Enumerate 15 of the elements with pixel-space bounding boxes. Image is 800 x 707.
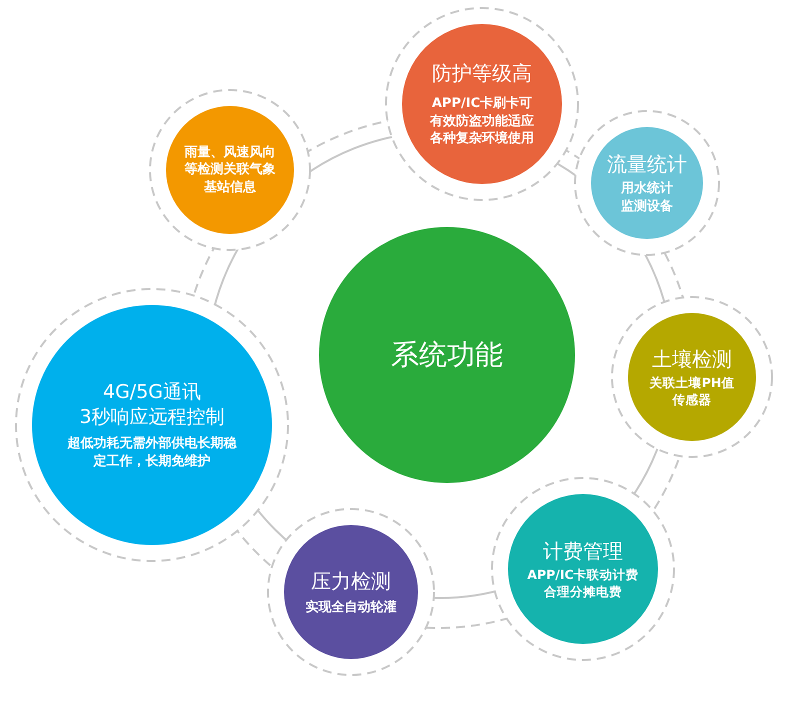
feature-description: 实现全自动轮灌 — [304, 598, 398, 616]
feature-heading: 流量统计 — [606, 150, 688, 178]
center-title: 系统功能 — [390, 337, 504, 374]
feature-description: 关联土壤PH值传感器 — [648, 374, 736, 408]
feature-heading: 土壤检测 — [651, 346, 733, 373]
feature-heading: 压力检测 — [310, 568, 392, 595]
feature-description: APP/IC卡刷卡可有效防盗功能适应各种复杂环境使用 — [428, 95, 535, 148]
feature-heading: 防护等级高 — [431, 60, 533, 88]
feature-heading: 计费管理 — [542, 538, 624, 565]
feature-description: 雨量、风速风向等检测关联气象基站信息 — [184, 144, 276, 196]
feature-heading: 4G/5G通讯 — [102, 380, 202, 405]
feature-description: 超低功耗无需外部供电长期稳定工作，长期免维护 — [66, 435, 238, 470]
feature-description: 用水统计监测设备 — [620, 180, 674, 216]
feature-heading: 3秒响应远程控制 — [78, 405, 226, 430]
feature-description: APP/IC卡联动计费合理分摊电费 — [527, 566, 639, 600]
